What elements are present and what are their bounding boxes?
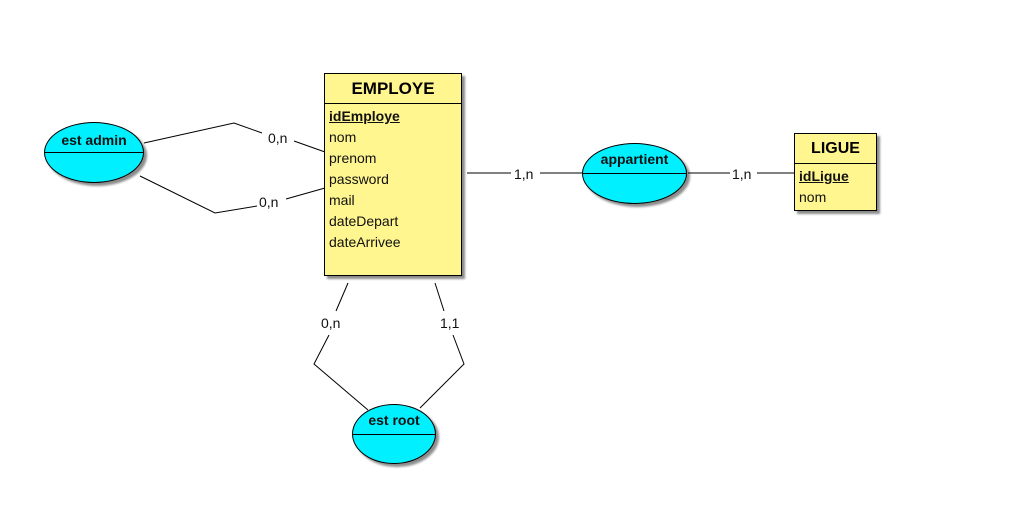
association-divider — [45, 152, 143, 153]
association-divider — [353, 434, 435, 435]
entity-employe-title: EMPLOYE — [325, 74, 461, 104]
attribute: mail — [329, 192, 355, 208]
association-divider — [583, 173, 686, 174]
link-est-root-right-top — [434, 282, 445, 312]
attribute: password — [329, 171, 389, 187]
link-est-admin-lower — [139, 175, 258, 214]
attribute: nom — [329, 129, 357, 145]
association-est-admin-label: est admin — [61, 132, 127, 148]
entity-ligue[interactable]: LIGUE idLigue nom — [794, 133, 877, 211]
attribute: dateDepart — [329, 213, 399, 229]
attribute: prenom — [329, 150, 377, 166]
link-est-root-right — [419, 334, 465, 409]
association-appartient-label: appartient — [600, 151, 669, 167]
cardinality-appartient-employe: 1,n — [513, 166, 535, 182]
association-est-root[interactable]: est root — [352, 404, 436, 464]
entity-employe[interactable]: EMPLOYE idEmploye nom prenom password ma… — [324, 73, 462, 276]
cardinality-est-admin-lower: 0,n — [258, 194, 280, 210]
link-est-admin-upper-end — [293, 140, 326, 153]
link-est-admin-lower-end — [285, 187, 326, 200]
cardinality-est-root-right: 1,1 — [439, 315, 461, 331]
attribute: nom — [799, 189, 827, 205]
link-est-admin-upper — [143, 122, 263, 144]
link-est-root-left — [313, 334, 369, 411]
cardinality-appartient-ligue: 1,n — [731, 166, 753, 182]
attribute: dateArrivee — [329, 234, 401, 250]
entity-ligue-attributes: idLigue nom — [795, 164, 876, 208]
entity-employe-attributes: idEmploye nom prenom password mail dateD… — [325, 104, 461, 253]
link-est-root-left-top — [335, 282, 349, 312]
cardinality-est-root-left: 0,n — [320, 315, 342, 331]
association-est-root-label: est root — [368, 412, 420, 428]
attribute-key: idEmploye — [329, 108, 400, 124]
association-est-admin[interactable]: est admin — [44, 122, 144, 183]
entity-ligue-title: LIGUE — [795, 134, 876, 164]
cardinality-est-admin-upper: 0,n — [267, 130, 289, 146]
attribute-key: idLigue — [799, 168, 849, 184]
association-appartient[interactable]: appartient — [582, 143, 687, 204]
